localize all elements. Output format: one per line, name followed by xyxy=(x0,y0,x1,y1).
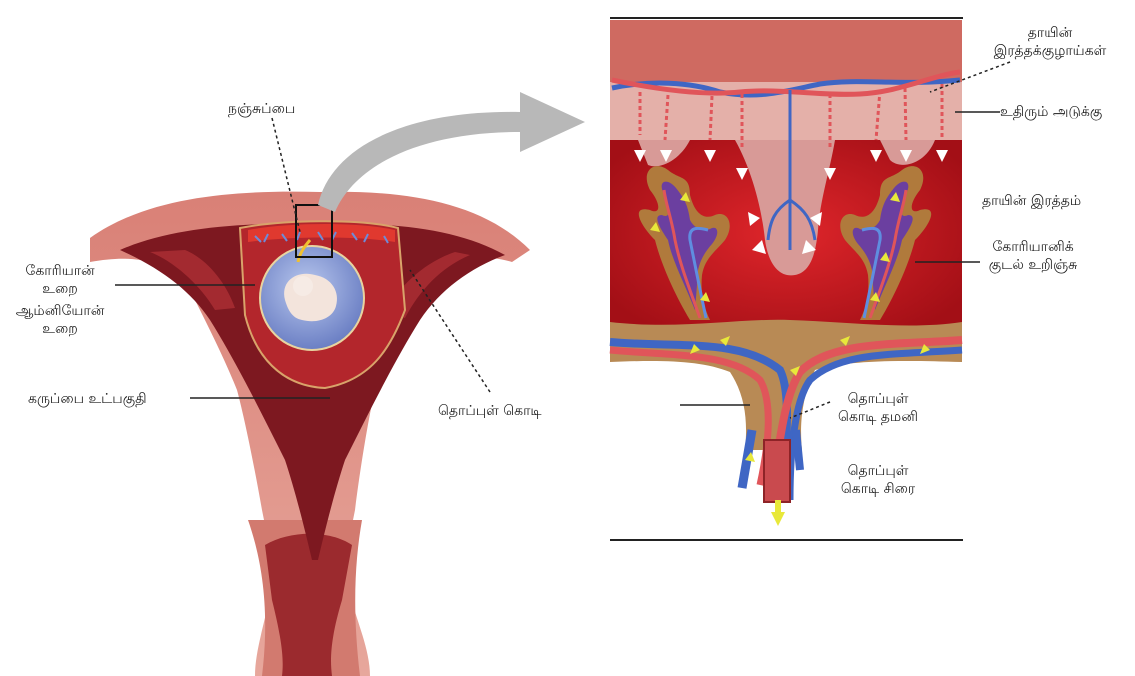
label-umbilical-artery-line2: கொடி தமனி xyxy=(818,408,938,426)
label-maternal-vessels-line1: தாயின் xyxy=(970,24,1130,42)
label-umbilical-vein-line2: கொடி சிரை xyxy=(818,480,938,498)
label-chorion-line2: உறை xyxy=(10,280,110,298)
cord-arrow-shaft xyxy=(775,500,781,514)
label-maternal-blood: தாயின் இரத்தம் xyxy=(982,192,1081,210)
label-chorion-line1: கோரியான் xyxy=(10,262,110,280)
label-endometrium: உதிரும் அடுக்கு xyxy=(1000,103,1102,121)
label-maternal-vessels: தாயின் இரத்தக்குழாய்கள் xyxy=(970,24,1130,60)
umbilical-vein-vessel xyxy=(764,440,790,502)
fetus-head xyxy=(293,276,313,296)
label-chorion: கோரியான் உறை xyxy=(10,262,110,298)
label-umbilical-vein-line1: தொப்புள் xyxy=(818,462,938,480)
label-umbilical-vein: தொப்புள் கொடி சிரை xyxy=(818,462,938,498)
umbilical-artery-vessel-2 xyxy=(796,430,800,470)
label-umbilical-artery-line1: தொப்புள் xyxy=(818,390,938,408)
label-placenta: நஞ்சுப்பை xyxy=(228,100,295,118)
label-chorionic-villi-line1: கோரியானிக் xyxy=(968,238,1098,256)
label-uterine-cavity: கருப்பை உட்பகுதி xyxy=(28,390,147,408)
label-umbilical-cord: தொப்புள் கொடி xyxy=(438,402,542,420)
label-amnion-line2: உறை xyxy=(10,320,110,338)
label-maternal-vessels-line2: இரத்தக்குழாய்கள் xyxy=(970,42,1130,60)
maternal-tissue xyxy=(610,20,962,82)
label-chorionic-villi: கோரியானிக் குடல் உறிஞ்சு xyxy=(968,238,1098,274)
label-amnion-line1: ஆம்னியோன் xyxy=(10,302,110,320)
uterus xyxy=(90,192,530,676)
label-umbilical-artery: தொப்புள் கொடி தமனி xyxy=(818,390,938,426)
label-amnion: ஆம்னியோன் உறை xyxy=(10,302,110,338)
label-chorionic-villi-line2: குடல் உறிஞ்சு xyxy=(968,256,1098,274)
